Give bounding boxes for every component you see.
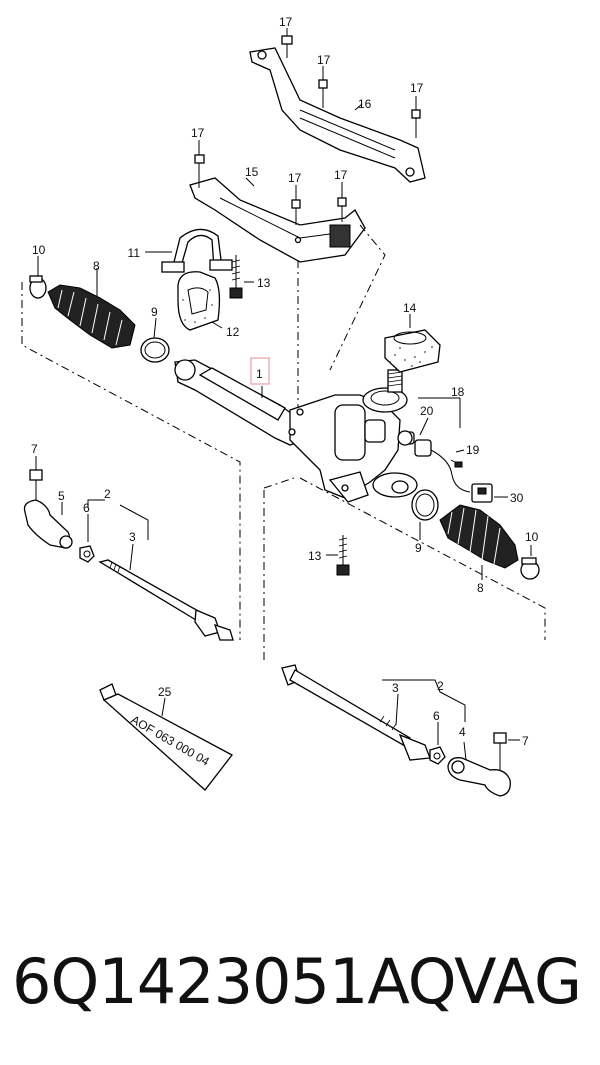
tie-rod-end-5 bbox=[23, 499, 73, 549]
callout-6: 6 bbox=[433, 709, 440, 723]
callout-4: 4 bbox=[459, 725, 466, 739]
callout-9: 9 bbox=[415, 541, 422, 555]
callout-20: 20 bbox=[420, 404, 434, 418]
bolt-13 bbox=[229, 255, 243, 299]
callout-2: 2 bbox=[104, 487, 111, 501]
tie-rod-3 bbox=[281, 664, 431, 761]
tie-rod-3 bbox=[98, 559, 234, 641]
callout-8: 8 bbox=[93, 259, 100, 273]
callout-15: 15 bbox=[245, 165, 259, 179]
steering-rack-1 bbox=[174, 359, 418, 503]
callout-7: 7 bbox=[31, 442, 38, 456]
nut-6 bbox=[79, 545, 95, 563]
callout-17: 17 bbox=[279, 15, 293, 29]
callout-3: 3 bbox=[129, 530, 136, 544]
brand-name: VAG bbox=[454, 945, 582, 1018]
callout-19: 19 bbox=[466, 443, 480, 457]
seal-14 bbox=[384, 329, 441, 373]
callout-17: 17 bbox=[317, 53, 331, 67]
callout-6: 6 bbox=[83, 501, 90, 515]
boot-8 bbox=[47, 284, 136, 349]
ring-9 bbox=[411, 489, 439, 521]
tie-rod-end-4 bbox=[447, 757, 511, 797]
callout-2: 2 bbox=[437, 679, 444, 693]
clip-10 bbox=[520, 557, 540, 580]
callout-9: 9 bbox=[151, 305, 158, 319]
callout-25: 25 bbox=[158, 685, 172, 699]
part-number: 6Q1423051AQ bbox=[12, 945, 456, 1018]
callout-7: 7 bbox=[522, 734, 529, 748]
callout-10: 10 bbox=[525, 530, 539, 544]
clamp-11 bbox=[161, 228, 233, 273]
callout-11: 11 bbox=[128, 246, 141, 260]
dashed-guides bbox=[21, 224, 546, 660]
callout-13: 13 bbox=[257, 276, 271, 290]
sensor-18 bbox=[397, 430, 493, 503]
callout-17: 17 bbox=[288, 171, 302, 185]
ring-9 bbox=[140, 337, 170, 363]
steering-rack-exploded-diagram: 17 17 17 16 17 17 17 15 11 12 bbox=[21, 15, 546, 797]
bracket-16 bbox=[249, 47, 426, 183]
grease-tube-25: AOF 063 000 04 bbox=[99, 683, 233, 791]
callout-13: 13 bbox=[308, 549, 322, 563]
callout-14: 14 bbox=[403, 301, 417, 315]
nut-7 bbox=[493, 732, 507, 770]
callout-10: 10 bbox=[32, 243, 46, 257]
callout-1: 1 bbox=[256, 367, 263, 381]
callout-8: 8 bbox=[477, 581, 484, 595]
nut-6 bbox=[429, 746, 446, 765]
callout-17: 17 bbox=[191, 126, 205, 140]
callout-16: 16 bbox=[358, 97, 372, 111]
callout-18: 18 bbox=[451, 385, 465, 399]
callout-30: 30 bbox=[510, 491, 524, 505]
callout-17: 17 bbox=[410, 81, 424, 95]
clip-10 bbox=[29, 275, 47, 299]
bolt-13 bbox=[336, 535, 350, 576]
callout-5: 5 bbox=[58, 489, 65, 503]
bracket-15 bbox=[189, 177, 366, 263]
callout-17: 17 bbox=[334, 168, 348, 182]
bolt-17 bbox=[194, 154, 347, 225]
boot-8 bbox=[439, 504, 519, 569]
bushing-12 bbox=[177, 271, 221, 331]
callout-12: 12 bbox=[226, 325, 240, 339]
callout-3: 3 bbox=[392, 681, 399, 695]
